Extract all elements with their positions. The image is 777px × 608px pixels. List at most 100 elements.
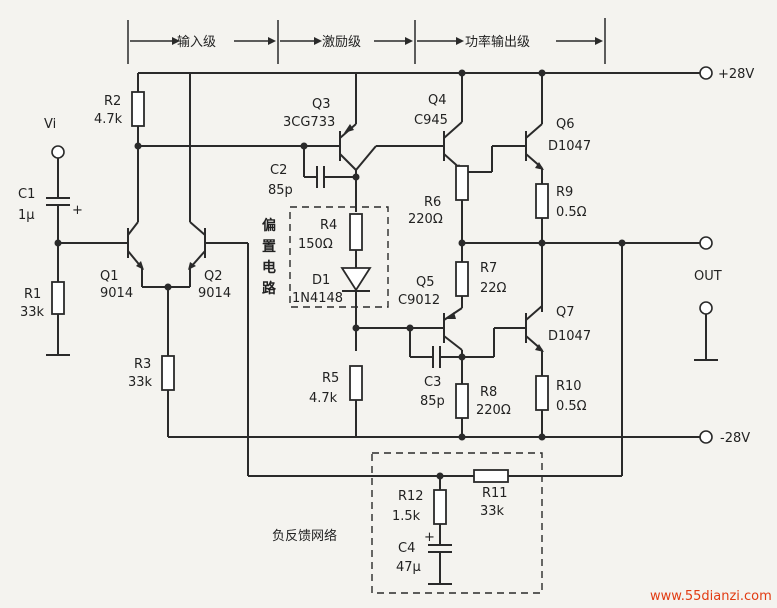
- r7-name: R7: [480, 261, 497, 276]
- r11-resistor: [473, 469, 509, 483]
- c2-name: C2: [270, 163, 287, 178]
- r3-name: R3: [134, 357, 151, 372]
- r7-resistor: [455, 261, 469, 297]
- q5-transistor: [443, 307, 463, 351]
- r4-value: 150Ω: [298, 237, 333, 252]
- r11-value: 33k: [480, 504, 505, 519]
- r10-resistor: [535, 375, 549, 411]
- r2-resistor: [131, 91, 145, 127]
- q7-transistor: [525, 305, 544, 352]
- lower-driver: R7 22Ω Q5 C9012 C3 85p R8 220Ω: [398, 261, 526, 441]
- positive-rail-label: +28V: [718, 67, 754, 82]
- lower-output: Q7 D1047 R10 0.5Ω: [525, 243, 591, 441]
- r5-value: 4.7k: [309, 391, 338, 406]
- bias-label-4: 路: [262, 280, 277, 297]
- r6-value: 220Ω: [408, 212, 443, 227]
- r2-value: 4.7k: [94, 112, 123, 127]
- r9-value: 0.5Ω: [556, 205, 587, 220]
- c1-polarity: +: [72, 203, 83, 218]
- c4-name: C4: [398, 541, 415, 556]
- r9-resistor: [535, 183, 549, 219]
- feedback-network: R11 33k R12 1.5k + C4 47μ 负反馈网络: [272, 452, 622, 594]
- r1-value: 33k: [20, 305, 45, 320]
- bias-network: R4 150Ω D1 1N4148 偏 置 电 路: [262, 206, 389, 351]
- q2-transistor: [188, 73, 440, 477]
- q2-name: Q2: [204, 269, 223, 284]
- input-label: Vi: [44, 117, 56, 132]
- r9-name: R9: [556, 185, 573, 200]
- c3-value: 85p: [420, 394, 445, 409]
- q6-name: Q6: [556, 117, 575, 132]
- driver-stage: Q3 3CG733 C2 85p: [268, 73, 444, 212]
- r4-resistor: [349, 213, 363, 251]
- q1-name: Q1: [100, 269, 119, 284]
- r8-value: 220Ω: [476, 403, 511, 418]
- c3-name: C3: [424, 375, 441, 390]
- q4-value: C945: [414, 113, 448, 128]
- r6-resistor: [455, 165, 469, 201]
- output-network: OUT: [618, 236, 722, 476]
- r8-resistor: [455, 383, 469, 419]
- q1-transistor: [120, 221, 144, 270]
- r1-resistor: [51, 281, 65, 315]
- out-label: OUT: [694, 269, 722, 284]
- r10-value: 0.5Ω: [556, 399, 587, 414]
- q6-value: D1047: [548, 139, 591, 154]
- c1-value: 1μ: [18, 208, 35, 223]
- r12-resistor: [433, 489, 447, 525]
- r5-resistor: [349, 365, 363, 401]
- negative-rail-label: -28V: [720, 431, 750, 446]
- bias-box: [289, 206, 389, 308]
- q2-value: 9014: [198, 286, 231, 301]
- stage-label-input: 输入级: [177, 34, 216, 50]
- upper-output: Q4 C945 R6 220Ω Q6 D1047 R9 0.5Ω: [408, 69, 700, 262]
- r5-name: R5: [322, 371, 339, 386]
- c1-name: C1: [18, 187, 35, 202]
- c4-polarity: +: [424, 530, 435, 545]
- feedback-box: [371, 452, 543, 594]
- out-ground-terminal: [699, 301, 713, 315]
- input-terminal: [51, 145, 65, 159]
- r1-name: R1: [24, 287, 41, 302]
- d1-name: D1: [312, 273, 330, 288]
- r10-name: R10: [556, 379, 582, 394]
- q4-name: Q4: [428, 93, 447, 108]
- bias-label-3: 电: [262, 259, 276, 276]
- q1-value: 9014: [100, 286, 133, 301]
- r6-name: R6: [424, 195, 441, 210]
- q3-value: 3CG733: [283, 115, 335, 130]
- r12-value: 1.5k: [392, 509, 421, 524]
- r3-resistor: [161, 355, 175, 391]
- input-network: Vi + C1 1μ R1 33k: [18, 117, 120, 356]
- q5-value: C9012: [398, 293, 440, 308]
- d1-value: 1N4148: [292, 291, 343, 306]
- stage-label-output: 功率输出级: [465, 34, 530, 50]
- stage-header: 输入级 激励级 功率输出级: [127, 18, 606, 64]
- r11-name: R11: [482, 486, 508, 501]
- q7-value: D1047: [548, 329, 591, 344]
- negative-rail: -28V: [172, 430, 750, 446]
- r4-name: R4: [320, 218, 337, 233]
- q6-transistor: [525, 73, 544, 170]
- out-terminal: [699, 236, 713, 250]
- r5-branch: R5 4.7k: [309, 324, 444, 437]
- r8-name: R8: [480, 385, 497, 400]
- d1-diode: [340, 267, 372, 292]
- watermark-text: www.55dianzi.com: [650, 589, 772, 604]
- q5-name: Q5: [416, 275, 435, 290]
- negative-rail-terminal: [699, 430, 713, 444]
- c4-value: 47μ: [396, 560, 421, 575]
- q3-transistor: [330, 73, 357, 171]
- feedback-label: 负反馈网络: [272, 528, 337, 544]
- q3-name: Q3: [312, 97, 331, 112]
- bias-label-1: 偏: [262, 217, 276, 234]
- bias-label-2: 置: [262, 238, 276, 255]
- input-stage: R2 4.7k Q1 9014: [94, 73, 440, 477]
- positive-rail: +28V: [138, 66, 754, 82]
- positive-rail-terminal: [699, 66, 713, 80]
- r12-name: R12: [398, 489, 424, 504]
- r3-value: 33k: [128, 375, 153, 390]
- c2-value: 85p: [268, 183, 293, 198]
